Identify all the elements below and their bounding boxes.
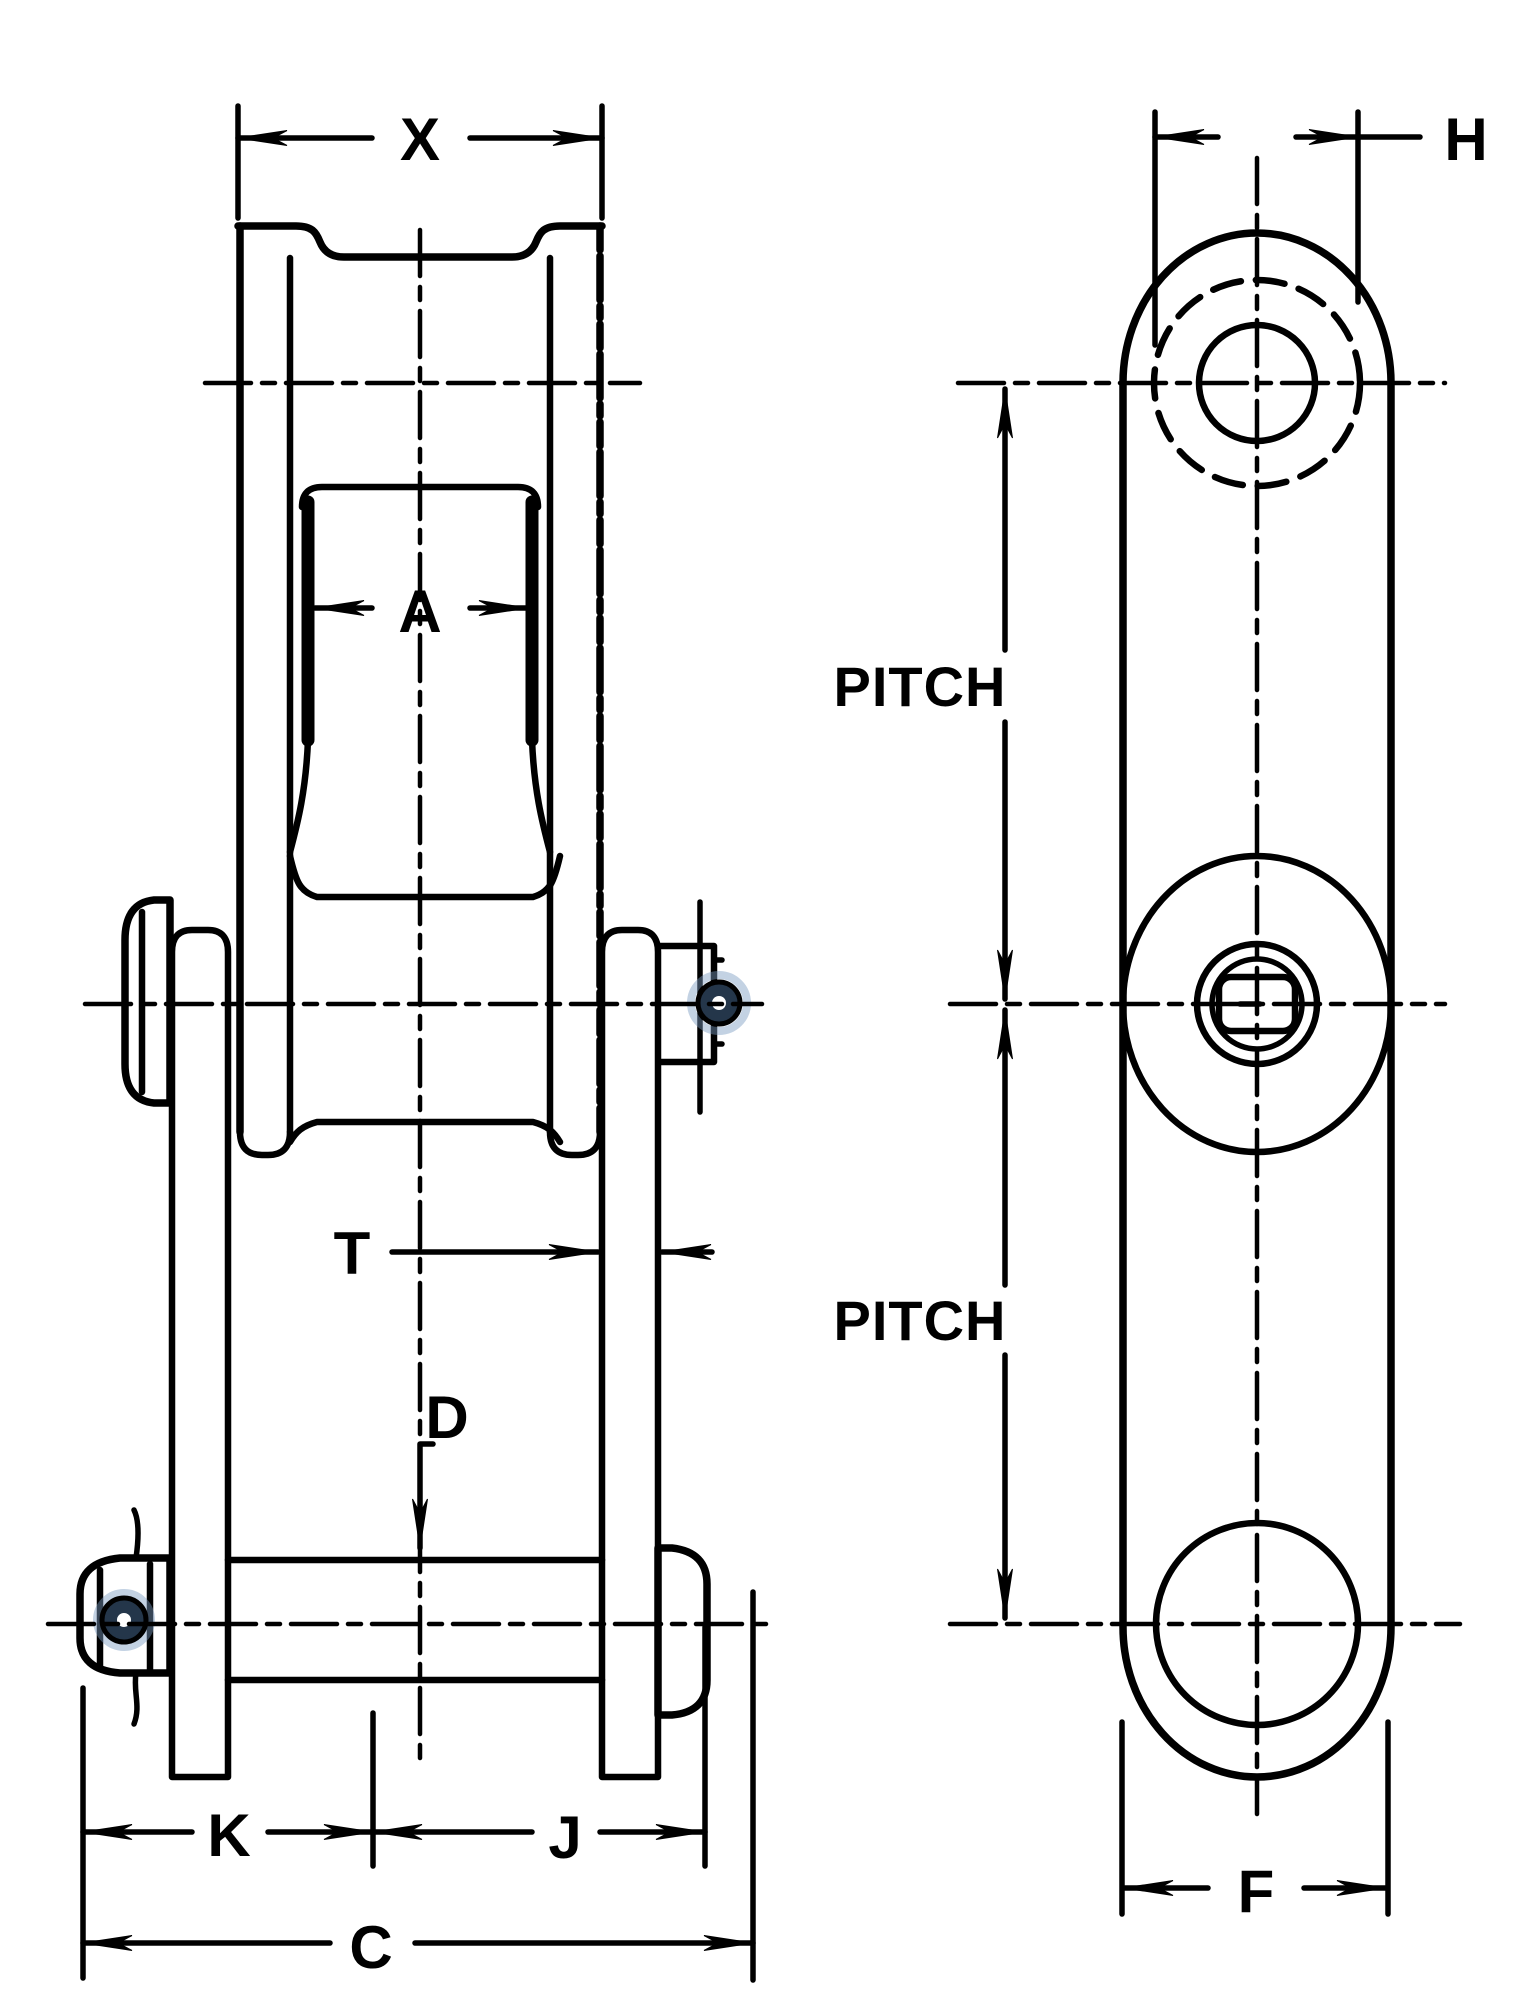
dim-label-h: H <box>1444 106 1487 173</box>
dim-label-pitch-lower: PITCH <box>834 1289 1007 1352</box>
middle-pin-assembly <box>82 896 765 1781</box>
dim-label-j: J <box>548 1804 581 1871</box>
dimension-d: D <box>412 1384 469 1551</box>
dim-label-x: X <box>400 106 440 173</box>
bottom-pin-assembly <box>45 1507 773 1727</box>
roller-assembly <box>234 222 606 1159</box>
dimension-h: H <box>1152 106 1488 348</box>
side-view: X <box>45 103 773 1983</box>
cotter-halo-bottom <box>93 1589 155 1651</box>
dimension-pitch-upper: PITCH <box>834 386 1013 1002</box>
front-top-joint <box>955 276 1448 490</box>
dim-label-d: D <box>425 1384 468 1451</box>
dimension-f: F <box>1119 1719 1391 1925</box>
dim-label-pitch-upper: PITCH <box>834 655 1007 718</box>
dimension-a: A <box>312 578 531 645</box>
dimension-t: T <box>334 1220 715 1287</box>
dimension-kjc: K J C <box>80 1589 756 1983</box>
front-bottom-joint <box>947 1519 1463 1729</box>
front-middle-joint <box>947 852 1448 1156</box>
dimension-x: X <box>235 103 605 221</box>
front-view: H PITCH PITCH <box>834 106 1488 1925</box>
dim-label-a: A <box>398 578 441 645</box>
dim-label-t: T <box>334 1220 371 1287</box>
dim-label-f: F <box>1238 1858 1275 1925</box>
dim-label-c: C <box>349 1914 392 1981</box>
dim-label-k: K <box>207 1802 250 1869</box>
dimension-pitch-lower: PITCH <box>834 1007 1013 1621</box>
